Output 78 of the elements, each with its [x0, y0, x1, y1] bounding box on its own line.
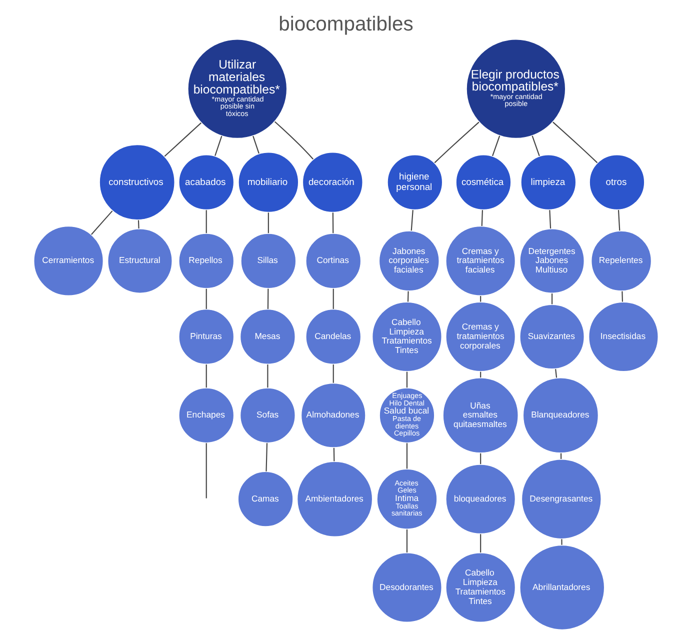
node-circle: Cabello Limpieza Tratamientos Tintes — [371, 302, 442, 372]
connector — [332, 448, 334, 462]
node-circle: Aceites Geles Intima Toallas sanitarias — [376, 468, 437, 530]
node-circle: bloqueadores — [445, 464, 516, 534]
connector — [434, 122, 479, 164]
connector — [621, 291, 623, 302]
connector — [480, 372, 481, 378]
node-circle: Candelas — [305, 308, 361, 365]
node-circle: decoración — [302, 152, 362, 213]
node-circle: Pinturas — [178, 308, 234, 365]
connector — [617, 210, 620, 231]
node-circle: Enchapes — [178, 388, 234, 444]
node-circle: Sillas — [240, 233, 296, 289]
node-circle: Cerramientos — [33, 226, 104, 296]
node-circle: Jabones corporales faciales — [378, 230, 439, 292]
connector — [480, 534, 481, 553]
node-circle: otros — [588, 154, 644, 210]
node-circle: Utilizar materiales biocompatibles* *mayor cantidad posible sin tóxicos — [187, 39, 287, 139]
connector — [274, 121, 314, 160]
connector — [332, 212, 334, 234]
connector — [332, 364, 334, 384]
node-circle: Cremas y tratamientos faciales — [445, 226, 516, 296]
node-circle: Detergentes Jabones Multiuso — [519, 228, 584, 294]
node-circle: Blanqueadores — [522, 378, 598, 454]
node-circle: Estructural — [107, 228, 172, 294]
node-circle: acabados — [178, 154, 234, 210]
node-circle: limpieza — [520, 154, 576, 210]
connector — [480, 453, 481, 464]
connector — [410, 210, 413, 231]
node-circle: Ambientadores — [296, 461, 372, 537]
connector — [560, 538, 562, 546]
node-circle: constructivos — [98, 144, 174, 220]
connector — [267, 212, 268, 234]
connector — [252, 136, 260, 154]
connector — [332, 288, 334, 310]
connector — [552, 122, 598, 164]
connector — [406, 291, 408, 302]
node-circle: Camas — [237, 471, 293, 527]
connector — [551, 293, 552, 304]
connector — [137, 220, 139, 229]
connector — [406, 529, 408, 553]
node-circle: Cremas y tratamientos corporales — [445, 302, 516, 372]
connector — [554, 368, 557, 378]
node-circle: Desodorantes — [371, 552, 442, 622]
connector — [205, 442, 206, 498]
node-circle: Mesas — [239, 308, 295, 365]
node-circle: Sofas — [239, 388, 295, 444]
connector — [90, 210, 112, 235]
node-circle: Elegir productos biocompatibles* *mayor cantidad posible — [466, 39, 566, 139]
connector — [214, 136, 222, 156]
node-circle: higiene personal — [386, 154, 442, 210]
node-circle: cosmética — [455, 154, 511, 210]
node-circle: Repellos — [178, 233, 234, 289]
connector — [548, 210, 551, 229]
connector — [205, 364, 206, 388]
connector — [266, 364, 268, 388]
connector — [205, 210, 206, 234]
connector — [164, 122, 202, 157]
connector — [406, 442, 408, 469]
node-circle: Insectisidas — [588, 302, 658, 372]
node-circle: Suavizantes — [519, 304, 584, 370]
connector — [531, 135, 540, 156]
node-circle: Repelentes — [590, 230, 652, 292]
node-circle: Desengrasantes — [520, 459, 601, 540]
node-circle: Cortinas — [305, 233, 361, 289]
node-circle: Enjuages Hilo Dental Salud bucal Pasta de dientes Cepillos — [378, 388, 434, 444]
connector — [406, 372, 408, 388]
node-circle: mobiliario — [238, 152, 298, 213]
connector — [266, 288, 268, 310]
node-circle: Almohadones — [300, 382, 366, 448]
connector — [205, 288, 206, 310]
node-circle: Abrillantadores — [519, 544, 604, 630]
diagram-title: biocompatibles — [278, 13, 413, 36]
connector — [491, 135, 500, 156]
node-circle: Uñas esmaltes quitaesmaltes — [442, 378, 518, 454]
connector — [480, 210, 482, 226]
node-circle: Cabello Limpieza Tratamientos Tintes — [445, 552, 516, 622]
connector — [265, 442, 268, 472]
